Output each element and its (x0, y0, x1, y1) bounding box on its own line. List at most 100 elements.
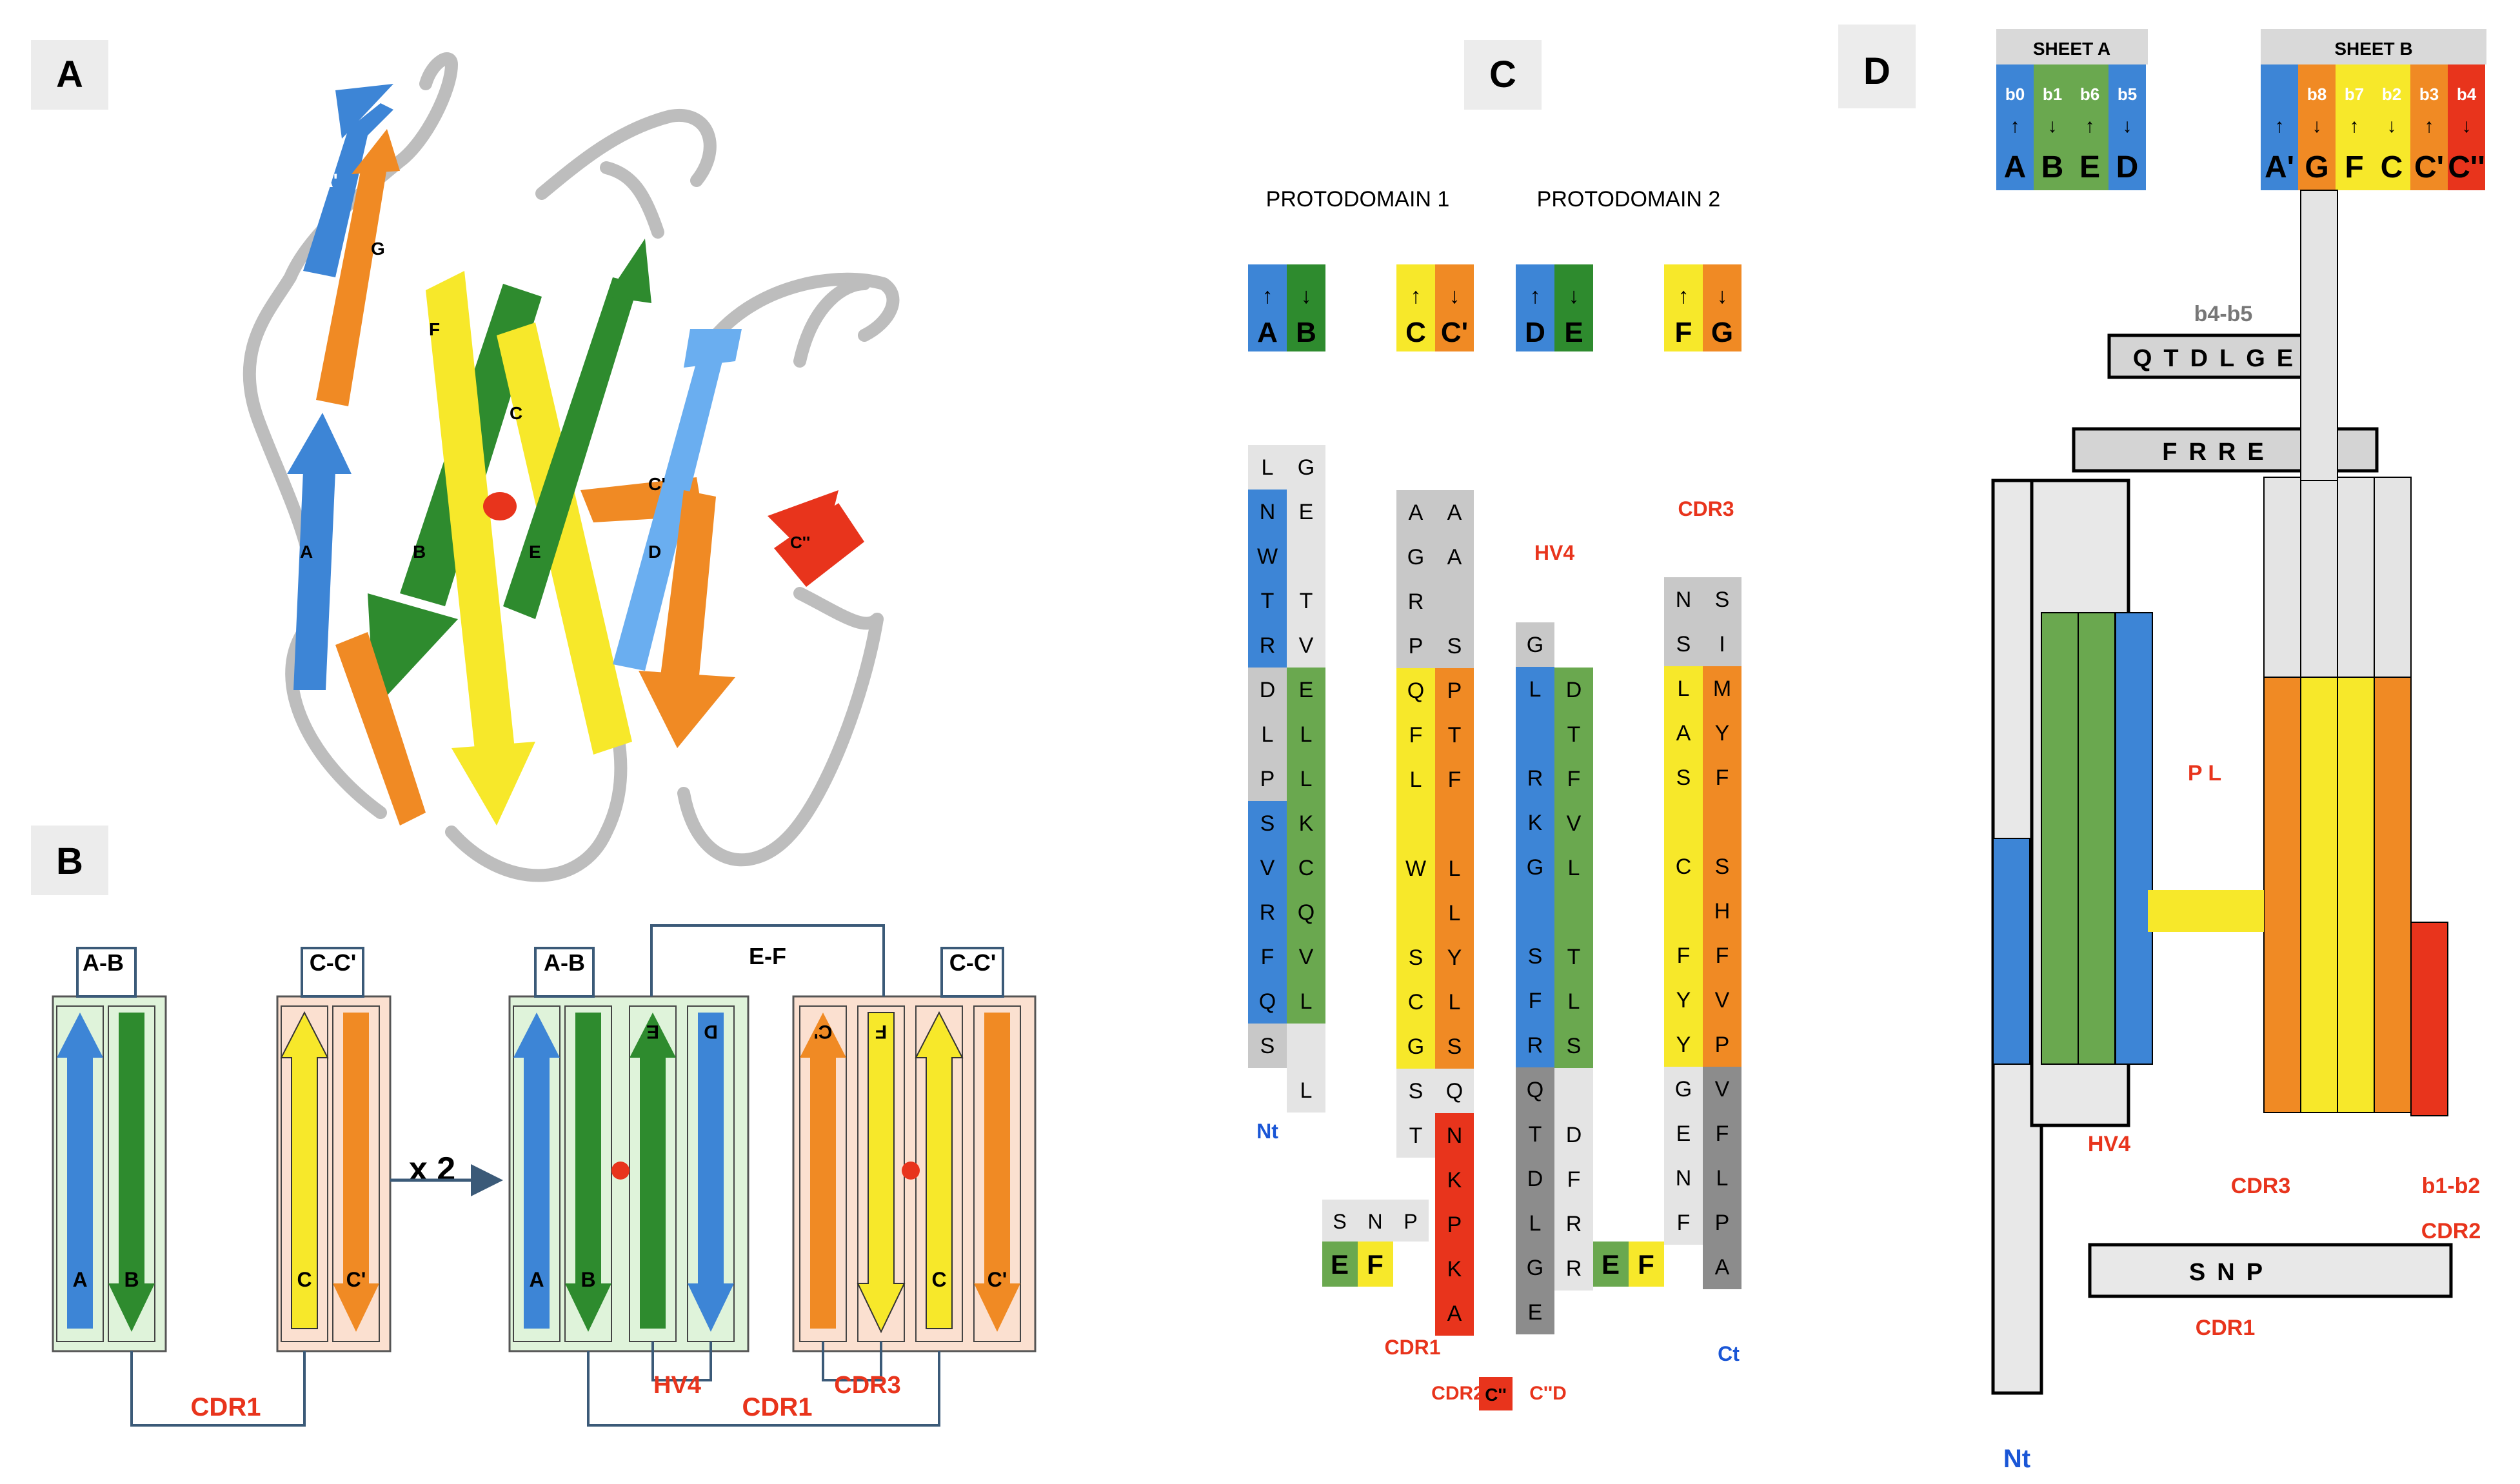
d-b1b2: b1-b2 (2422, 1174, 2481, 1198)
b-left-cdr1: CDR1 (191, 1393, 261, 1421)
d-sheet-b-label-3: C (2381, 150, 2403, 184)
d-body-col-8 (2410, 922, 2448, 1116)
c-col_FG_G-residue-13: L (1716, 1166, 1729, 1191)
c-col_CC_Cp-residue-11: L (1449, 990, 1461, 1014)
c-col_FG_F-residue-13: N (1676, 1166, 1692, 1191)
c-col_CC_Cp-residue-14: N (1447, 1123, 1463, 1148)
c-col_CC_C-cell-14 (1396, 1113, 1435, 1158)
c-col_FG_F-cell-11 (1664, 1067, 1703, 1111)
c-col_DE_D-cell-9 (1516, 1023, 1554, 1067)
c-ef1-f: F (1367, 1249, 1384, 1280)
c-col_AB_B-residue-3: T (1300, 589, 1313, 613)
sheet-a-title: SHEET A (2033, 39, 2110, 59)
c-col_CC_Cp-cell-3 (1435, 624, 1474, 668)
c-col_AB_A-cell-9 (1248, 846, 1287, 890)
c-col_FG_G-residue-10: P (1715, 1033, 1730, 1057)
c-col_DE_D-residue-11: T (1529, 1122, 1542, 1147)
c-col_CC_Cp-cell-1 (1435, 535, 1474, 579)
c-nt: Nt (1256, 1120, 1278, 1143)
d-sheet-b-b-1: b8 (2307, 84, 2327, 104)
c-col_AB_B-residue-10: Q (1298, 900, 1315, 925)
d-sheet-a-arrow-3: ↓ (2123, 115, 2132, 137)
c-col_AB_B-cell-14 (1287, 1068, 1325, 1113)
c-col_DE_D-residue-9: R (1527, 1033, 1543, 1058)
c-col_AB_A-residue-6: L (1262, 722, 1274, 747)
c-col_CC_Cp-cell-0 (1435, 490, 1474, 535)
c-col_DE_D-cell-11 (1516, 1112, 1554, 1156)
c-col_DE_E-cell-6 (1554, 935, 1593, 979)
c-col_CC_C-residue-14: T (1409, 1123, 1423, 1148)
c-col_DE_D-cell-7 (1516, 934, 1554, 978)
c-col_CC_C-cell-6 (1396, 757, 1435, 802)
d-body-col-9 (2263, 477, 2301, 678)
c-col_DE_D-cell-13 (1516, 1201, 1554, 1245)
c-col_CC_C-residue-12: G (1407, 1034, 1424, 1059)
c-col_CC_Cp-residue-3: S (1447, 634, 1462, 658)
c-col_AB_A-residue-7: P (1260, 767, 1275, 791)
c-col_CC_C-cell-10 (1396, 935, 1435, 980)
c-col_FG_G-cell-14 (1703, 1200, 1741, 1245)
c-col_FG_F-residue-0: N (1676, 588, 1692, 612)
c-col_FG_F-cell-7 (1664, 889, 1703, 933)
c-col_FG_F-residue-6: C (1676, 855, 1692, 879)
panel-c-label-bg (1464, 40, 1542, 110)
c-header-bg-2b (1554, 264, 1593, 351)
d-body-col-11 (2337, 477, 2375, 678)
c-col_AB_A-residue-9: V (1260, 856, 1275, 880)
d-sheet-a-label-0: A (2004, 150, 2027, 184)
c-bottom-cell-2 (1393, 1200, 1429, 1242)
c-cdd: C''D (1529, 1383, 1567, 1404)
c-col_DE_E-cell-5 (1554, 890, 1593, 935)
c-hv4: HV4 (1534, 541, 1574, 564)
c-col_AB_B-residue-14: L (1300, 1078, 1313, 1103)
strand-label-f: F (429, 319, 440, 339)
c-col_FG_G-residue-4: F (1716, 766, 1729, 790)
d-cdr2: CDR2 (2421, 1219, 2481, 1243)
c-col_AB_A-residue-5: D (1260, 678, 1276, 702)
c-col_AB_A-residue-11: F (1261, 945, 1275, 969)
c-col_AB_B-cell-5 (1287, 668, 1325, 712)
c-col_DE_D-residue-5: G (1527, 855, 1543, 880)
c-col_AB_A-cell-1 (1248, 490, 1287, 534)
c-col_CC_C-residue-0: A (1409, 500, 1424, 525)
panel-a-structure: A' G F C C' C'' A B E D (243, 52, 900, 882)
c-col_FG_F-cell-4 (1664, 755, 1703, 800)
c-col_DE_D-cell-2 (1516, 711, 1554, 756)
d-b4b5: b4-b5 (2194, 302, 2253, 326)
c-col_CC_Cp-cell-9 (1435, 891, 1474, 935)
c-col_AB_A-cell-6 (1248, 712, 1287, 757)
c-col_CC_C-residue-4: Q (1407, 678, 1424, 703)
b-right-cp2: C' (987, 1268, 1007, 1291)
c-header-label-2a: D (1525, 317, 1545, 348)
c-col_DE_D-cell-0 (1516, 622, 1554, 667)
c-ef2-f-box (1629, 1242, 1664, 1287)
c-col_AB_B-cell-1 (1287, 490, 1325, 534)
c-col_FG_G-residue-2: M (1713, 677, 1731, 701)
d-body-col-2 (2115, 612, 2153, 1065)
c-header-down-arrow-3: ↓ (1717, 284, 1728, 308)
d-sheet-b-strand-2 (2336, 64, 2373, 190)
c-col_DE_E-cell-13 (1554, 1246, 1593, 1291)
c-cdr1: CDR1 (1384, 1336, 1440, 1359)
sheet-a-header (1996, 29, 2148, 64)
c-col_DE_D-residue-1: L (1529, 677, 1542, 702)
d-sheet-a-label-2: E (2079, 150, 2100, 184)
c-col_FG_F-cell-10 (1664, 1022, 1703, 1067)
c-col_CC_Cp-cell-10 (1435, 935, 1474, 980)
c-col_FG_F-residue-14: F (1677, 1211, 1691, 1235)
d-sheet-b-strand-5 (2448, 64, 2485, 190)
c-col_FG_G-cell-6 (1703, 844, 1741, 889)
c-col_DE_E-cell-0 (1554, 668, 1593, 712)
c-col_FG_G-cell-4 (1703, 755, 1741, 800)
c-col_CC_Cp-cell-7 (1435, 802, 1474, 846)
strand-label-c: C (510, 403, 522, 423)
c-col_AB_A-cell-5 (1248, 668, 1287, 712)
c-col_FG_G-cell-9 (1703, 978, 1741, 1022)
c-header-bg-0b (1287, 264, 1325, 351)
c-col_AB_B-residue-6: L (1300, 722, 1313, 747)
d-sheet-b-label-0: A' (2265, 150, 2294, 184)
c-col_CC_Cp-cell-12 (1435, 1024, 1474, 1069)
c-ef2-e: E (1602, 1249, 1620, 1280)
c-header-label-1b: C' (1441, 317, 1468, 348)
